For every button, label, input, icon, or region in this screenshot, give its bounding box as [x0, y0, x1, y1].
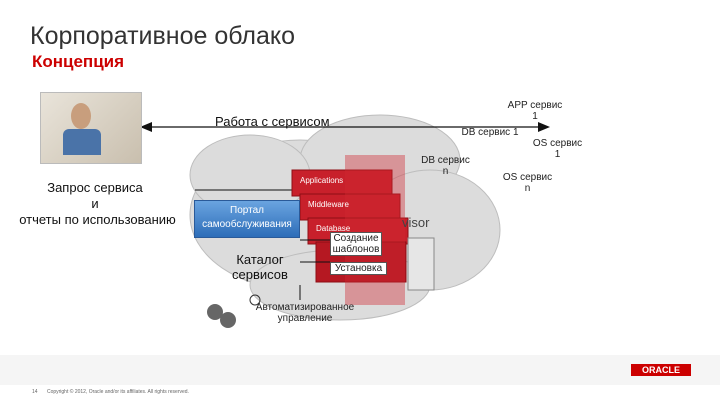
- work-with-service-label: Работа с сервисом: [215, 114, 330, 129]
- automated-mgmt-label: Автоматизированное управление: [245, 302, 365, 324]
- request-label-line1: Запрос сервиса: [47, 180, 143, 195]
- db-service-1-label: DB сервис 1: [461, 127, 519, 138]
- server-icon: [407, 237, 435, 291]
- oracle-logo: ORACLE: [631, 364, 691, 376]
- db-service-n-label: DB сервис n: [421, 155, 470, 177]
- self-service-portal[interactable]: Портал самообслуживания: [194, 200, 300, 238]
- stack-database: Database: [316, 224, 351, 233]
- catalog-line2: сервисов: [232, 267, 288, 282]
- app-service-label: APP сервис 1: [507, 100, 563, 122]
- slide-title: Корпоративное облако: [30, 22, 296, 50]
- copyright: Copyright © 2012, Oracle and/or its affi…: [46, 389, 189, 395]
- hypervisor-fragment: visor: [402, 215, 430, 230]
- footer: 14 Copyright © 2012, Oracle and/or its a…: [32, 389, 189, 395]
- automated-line2: управление: [277, 313, 333, 324]
- automated-line1: Автоматизированное: [255, 302, 355, 313]
- stack-middleware: Middleware: [308, 200, 349, 209]
- portal-line2: самообслуживания: [202, 219, 292, 230]
- page-number: 14: [32, 389, 38, 395]
- catalog-line1: Каталог: [236, 252, 284, 267]
- stack-applications: Applications: [300, 176, 344, 185]
- request-label-line3: отчеты по использованию: [19, 212, 176, 227]
- install-box: Установка: [330, 262, 387, 275]
- slide-subtitle: Концепция: [32, 52, 125, 71]
- os-service-1-label: OS сервис 1: [532, 138, 583, 160]
- create-templates-box: Создание шаблонов: [330, 232, 382, 256]
- portal-line1: Портал: [230, 205, 264, 216]
- request-label-line2: и: [91, 196, 99, 211]
- os-service-n-label: OS сервис n: [502, 172, 553, 194]
- service-catalog-label: Каталог сервисов: [205, 252, 315, 282]
- user-photo: [40, 92, 142, 164]
